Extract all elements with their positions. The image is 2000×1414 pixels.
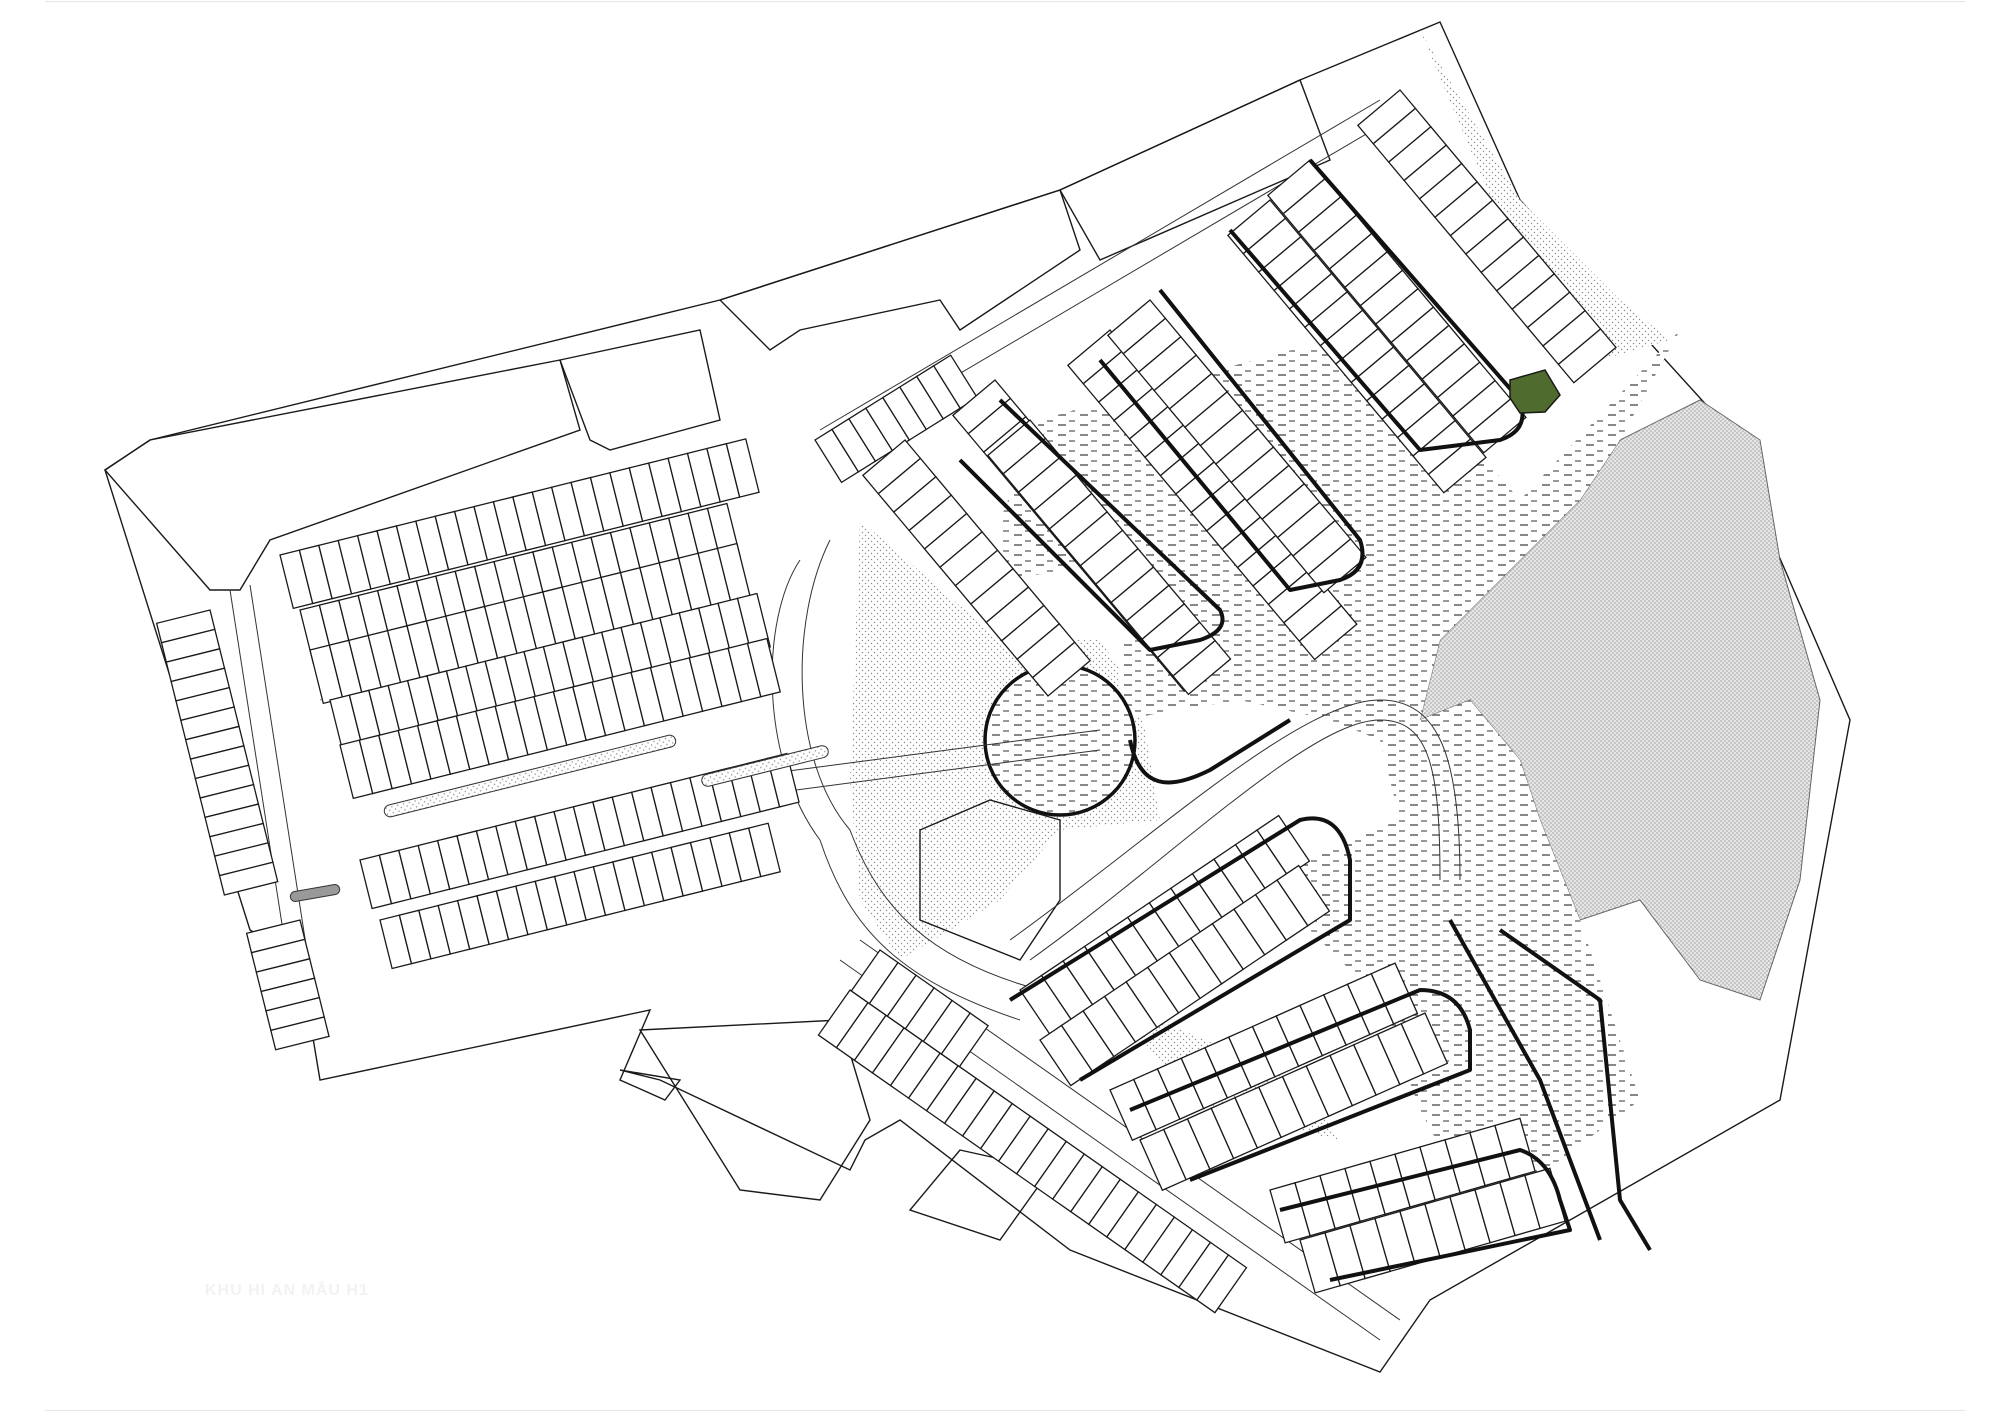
block-outline-s-3 bbox=[1279, 1148, 1572, 1282]
green-lot bbox=[1509, 369, 1561, 414]
lot[interactable] bbox=[747, 822, 782, 878]
water-body bbox=[1000, 330, 1680, 1220]
bottom-border-line bbox=[45, 1410, 1965, 1411]
lot[interactable] bbox=[940, 1012, 990, 1068]
neighbour-parcel-4 bbox=[1059, 79, 1331, 261]
neighbour-parcel-5 bbox=[638, 1019, 871, 1201]
lot[interactable] bbox=[1370, 962, 1419, 1025]
lot[interactable] bbox=[1195, 1254, 1248, 1314]
lot[interactable] bbox=[1427, 438, 1487, 494]
roundabout-circle bbox=[983, 663, 1137, 817]
lot[interactable] bbox=[1256, 814, 1311, 877]
block-outline-n-2 bbox=[1098, 288, 1365, 592]
block-outline-s-2 bbox=[1129, 988, 1472, 1182]
curved-ramp-2 bbox=[1029, 719, 1441, 961]
lot[interactable] bbox=[725, 438, 760, 498]
block-outline-east-edge bbox=[1498, 928, 1652, 1252]
water-edge-east bbox=[1448, 919, 1602, 1241]
roundabout-connector bbox=[1128, 718, 1292, 785]
lot[interactable] bbox=[270, 1016, 330, 1051]
main-loop-road bbox=[771, 559, 1021, 1021]
plan-caption: KHU HI AN MẪU H1 bbox=[205, 1282, 369, 1299]
site-boundary bbox=[104, 21, 1851, 1373]
block-outline-n-3 bbox=[958, 398, 1225, 652]
lot[interactable] bbox=[218, 861, 279, 896]
lot[interactable] bbox=[1172, 639, 1232, 696]
lot[interactable] bbox=[1298, 604, 1358, 661]
lot[interactable] bbox=[1494, 1117, 1536, 1180]
north-road bbox=[819, 99, 1381, 431]
lot[interactable] bbox=[1031, 641, 1092, 697]
lot[interactable] bbox=[1557, 328, 1617, 384]
curved-ramp bbox=[1009, 699, 1461, 941]
median-pill-1 bbox=[383, 734, 677, 818]
lot[interactable] bbox=[1276, 864, 1331, 927]
median-pill-2 bbox=[701, 745, 829, 787]
lot[interactable] bbox=[736, 592, 772, 653]
top-border-line bbox=[45, 1, 1965, 2]
lot[interactable] bbox=[746, 637, 782, 698]
block-outline-s-1 bbox=[1008, 816, 1352, 1082]
neighbour-parcel-3 bbox=[718, 189, 1081, 351]
main-loop-road-inner bbox=[801, 539, 1041, 991]
central-blob bbox=[919, 799, 1061, 961]
median-pill-3 bbox=[289, 884, 341, 902]
lot-blocks bbox=[155, 89, 1617, 1314]
lot[interactable] bbox=[1400, 1012, 1449, 1075]
neighbour-parcel-1 bbox=[103, 359, 581, 591]
neighbour-parcel-2 bbox=[559, 329, 721, 451]
